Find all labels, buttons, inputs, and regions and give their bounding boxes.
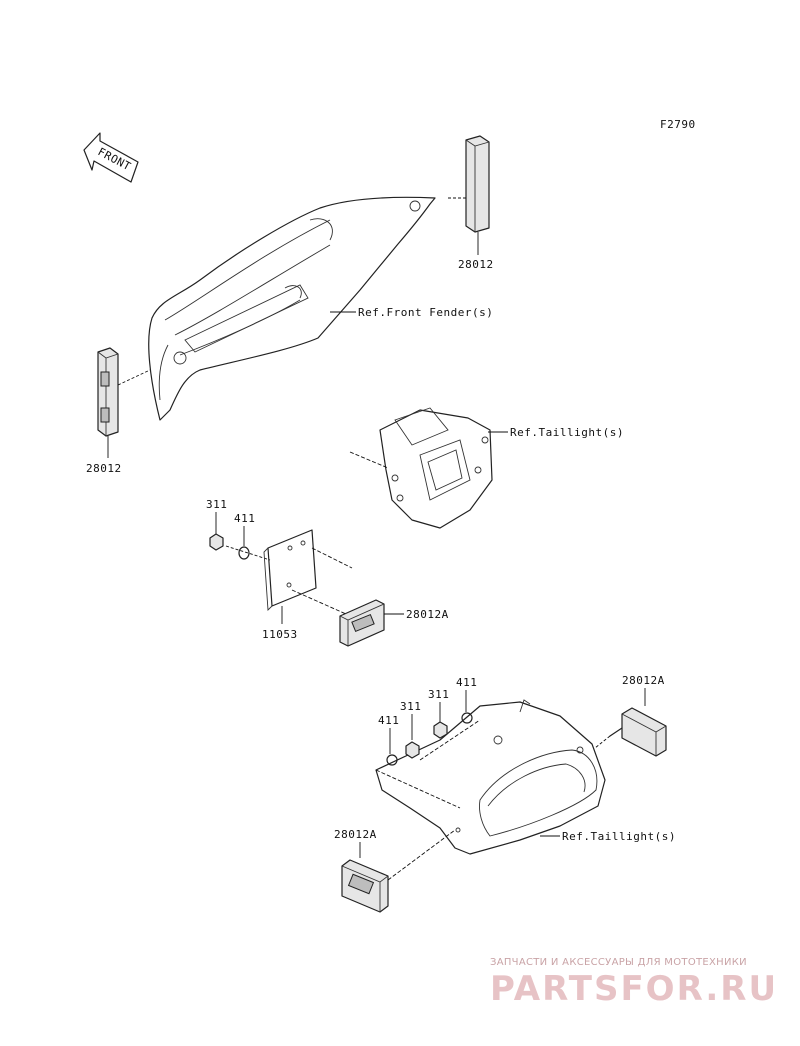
- callout-28012-right: 28012: [458, 258, 494, 271]
- nut-lower-left-icon: [405, 741, 420, 759]
- reflector-rear-left: [341, 829, 456, 913]
- callout-28012A-left: 28012A: [334, 828, 377, 841]
- watermark-tagline: ЗАПЧАСТИ И АКСЕССУАРЫ ДЛЯ МОТОТЕХНИКИ: [490, 957, 747, 968]
- callout-28012A-mid: 28012A: [406, 608, 449, 621]
- callout-28012A-right: 28012A: [622, 674, 665, 687]
- watermark-brand: PARTSFOR.RU: [490, 969, 778, 1009]
- reflector-rear-right: [594, 707, 667, 757]
- callout-11053: 11053: [262, 628, 298, 641]
- callout-311-lower-right: 311: [428, 688, 449, 701]
- reflector-front-right: [448, 135, 490, 255]
- callout-28012-left: 28012: [86, 462, 122, 475]
- callout-311-upper: 311: [206, 498, 227, 511]
- callout-ref-front-fender: Ref.Front Fender(s): [358, 306, 493, 319]
- taillight-housing-lower: [375, 699, 606, 855]
- callout-ref-taillight-upper: Ref.Taillight(s): [510, 426, 624, 439]
- front-fender: [148, 196, 436, 421]
- nut-lower-right-icon: [433, 721, 448, 739]
- nut-upper-icon: [209, 533, 224, 551]
- figure-code: F2790: [660, 118, 696, 131]
- callout-411-lower-left: 411: [378, 714, 399, 727]
- washer-lower-right-icon: [461, 712, 473, 724]
- reflector-rear-mid: [339, 599, 404, 647]
- callout-411-upper: 411: [234, 512, 255, 525]
- front-arrow-icon: FRONT: [83, 132, 139, 183]
- callout-311-lower-left: 311: [400, 700, 421, 713]
- bracket-plate: [263, 529, 353, 624]
- reflector-front-left: [97, 347, 151, 458]
- washer-lower-left-icon: [386, 754, 398, 766]
- taillight-bracket-upper: [349, 407, 493, 529]
- callout-411-lower-right: 411: [456, 676, 477, 689]
- callout-ref-taillight-lower: Ref.Taillight(s): [562, 830, 676, 843]
- washer-upper-icon: [238, 546, 250, 560]
